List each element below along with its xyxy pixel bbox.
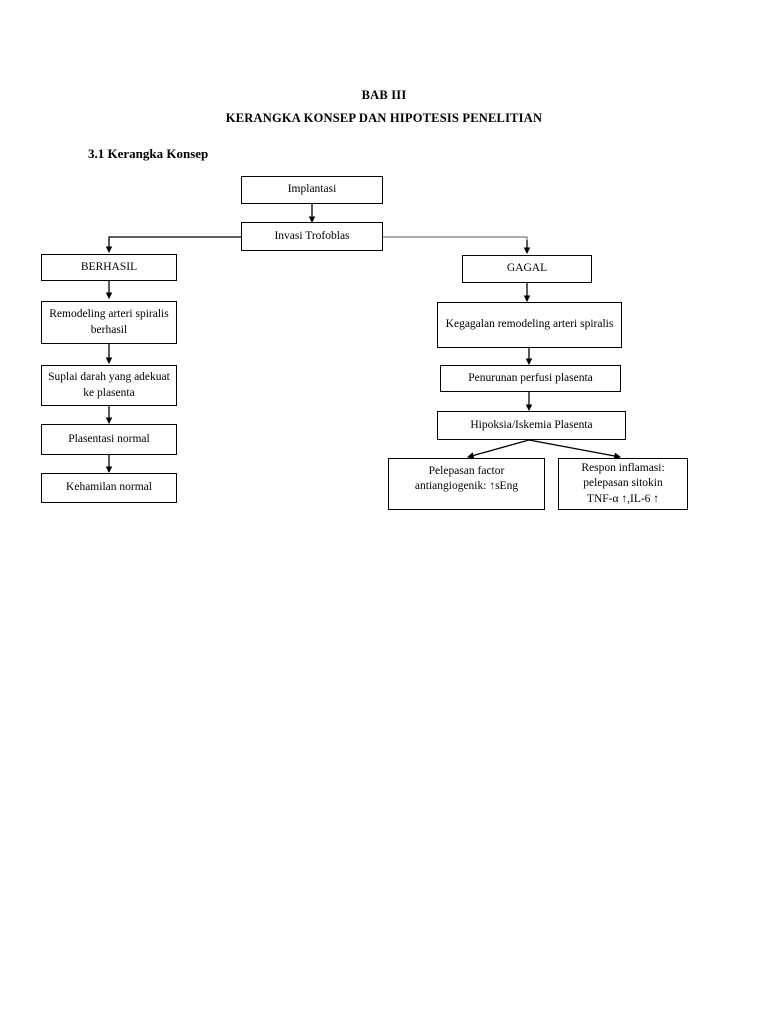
node-implantasi: Implantasi — [241, 176, 383, 204]
edge-hipoksia-respon — [528, 439, 621, 460]
chapter-title: BAB III — [361, 88, 407, 102]
node-kegagalan-remodeling: Kegagalan remodeling arteri spiralis — [437, 302, 622, 348]
node-kegagalan-remodeling-label: Kegagalan remodeling arteri spiralis — [445, 318, 614, 331]
node-respon-inflamasi-line1: Respon inflamasi: — [581, 462, 665, 475]
node-respon-inflamasi-line3: TNF-α ↑,IL-6 ↑ — [586, 492, 660, 505]
node-gagal: GAGAL — [462, 255, 592, 283]
node-berhasil: BERHASIL — [41, 254, 177, 281]
node-plasentasi-normal: Plasentasi normal — [41, 424, 177, 455]
node-remodeling-berhasil-label: Remodeling arteri spiralis berhasil — [49, 308, 169, 336]
node-invasi-trofoblas: Invasi Trofoblas — [241, 222, 383, 251]
node-respon-inflamasi-line2: pelepasan sitokin — [583, 477, 663, 490]
node-kehamilan-normal-label: Kehamilan normal — [66, 481, 152, 494]
node-berhasil-label: BERHASIL — [80, 260, 138, 273]
node-hipoksia-iskemia-label: Hipoksia/Iskemia Plasenta — [470, 418, 593, 431]
section-heading: 3.1 Kerangka Konsep — [88, 146, 209, 161]
node-pelepasan-factor-line2: antiangiogenik: ↑sEng — [414, 480, 519, 493]
node-pelepasan-factor-line1: Pelepasan factor — [428, 465, 505, 477]
edge-hipoksia-pelepasan — [467, 439, 530, 459]
node-suplai-darah-label: Suplai darah yang adekuat ke plasenta — [48, 371, 170, 399]
node-respon-inflamasi: Respon inflamasi: pelepasan sitokin TNF-… — [558, 458, 688, 510]
node-penurunan-perfusi-label: Penurunan perfusi plasenta — [468, 371, 593, 384]
edge-invasi-gagal — [383, 236, 528, 252]
node-implantasi-label: Implantasi — [287, 183, 337, 196]
node-remodeling-berhasil: Remodeling arteri spiralis berhasil — [41, 301, 177, 344]
node-hipoksia-iskemia: Hipoksia/Iskemia Plasenta — [437, 411, 626, 440]
node-penurunan-perfusi: Penurunan perfusi plasenta — [440, 365, 621, 392]
node-suplai-darah: Suplai darah yang adekuat ke plasenta — [41, 365, 177, 406]
node-plasentasi-normal-label: Plasentasi normal — [68, 432, 150, 445]
node-gagal-label: GAGAL — [506, 262, 548, 275]
node-kehamilan-normal: Kehamilan normal — [41, 473, 177, 503]
document-title: KERANGKA KONSEP DAN HIPOTESIS PENELITIAN — [225, 111, 543, 125]
edge-invasi-berhasil — [105, 236, 241, 254]
node-invasi-trofoblas-label: Invasi Trofoblas — [274, 229, 350, 242]
node-pelepasan-factor: Pelepasan factor antiangiogenik: ↑sEng — [388, 458, 545, 510]
